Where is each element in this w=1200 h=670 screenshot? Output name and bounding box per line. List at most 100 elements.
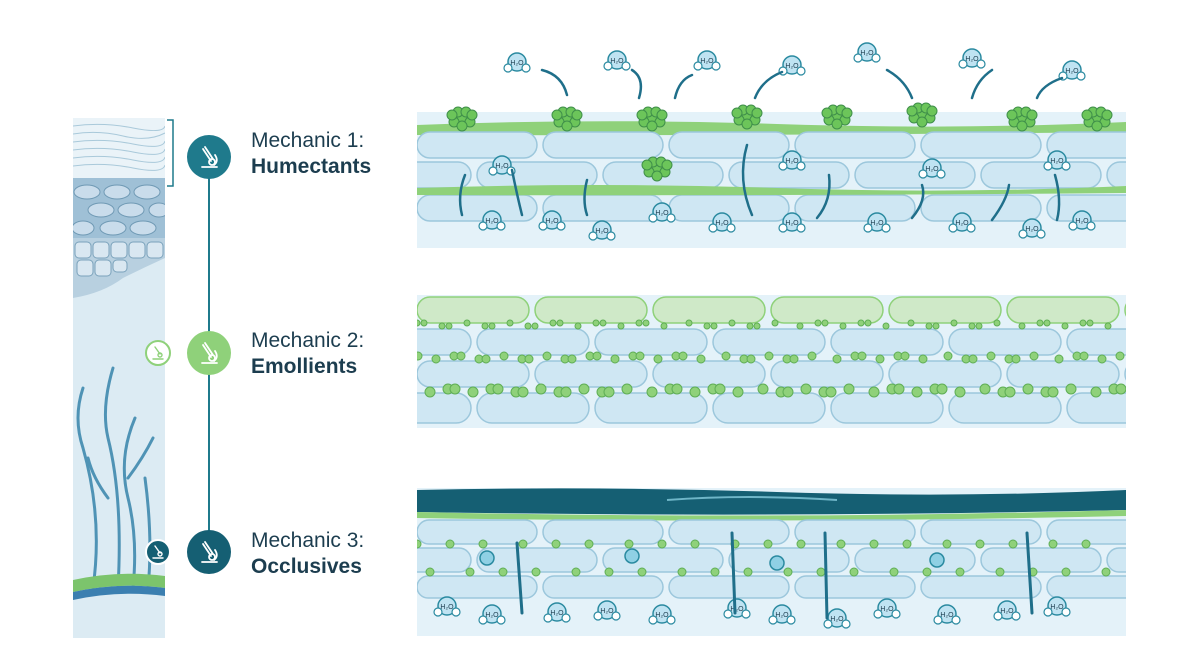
emollients-illustration bbox=[417, 295, 1126, 428]
emollient-droplet bbox=[1054, 354, 1064, 364]
skin-cell bbox=[417, 328, 472, 356]
lipid-droplet bbox=[763, 539, 773, 549]
lipid-droplet bbox=[417, 539, 422, 549]
skin-cell bbox=[594, 328, 708, 356]
lipid-droplet bbox=[657, 539, 667, 549]
skin-cell bbox=[668, 131, 790, 159]
mechanic-2-node bbox=[187, 331, 231, 375]
water-molecule: H₂O bbox=[873, 598, 901, 619]
water-molecule: H₂O bbox=[958, 48, 986, 69]
emollient-droplet bbox=[932, 322, 940, 330]
svg-text:H₂O: H₂O bbox=[655, 210, 669, 217]
emollient-droplet bbox=[843, 383, 855, 395]
water-molecule: H₂O bbox=[723, 598, 751, 619]
water-molecule: H₂O bbox=[433, 596, 461, 617]
emollient-droplet bbox=[1036, 319, 1044, 327]
flow-arrow bbox=[1053, 173, 1061, 222]
skin-cell bbox=[542, 519, 664, 545]
emollient-droplet bbox=[789, 354, 799, 364]
humectant-cluster bbox=[1006, 106, 1038, 132]
skin-cell bbox=[542, 575, 664, 599]
emollient-droplet bbox=[821, 319, 829, 327]
svg-text:H₂O: H₂O bbox=[785, 63, 799, 70]
humectant-cluster bbox=[636, 106, 668, 132]
skin-cell bbox=[794, 131, 916, 159]
emollient-droplet bbox=[807, 351, 817, 361]
water-molecule: H₂O bbox=[768, 604, 796, 625]
svg-text:H₂O: H₂O bbox=[600, 608, 614, 615]
water-molecule: H₂O bbox=[933, 604, 961, 625]
svg-text:H₂O: H₂O bbox=[785, 158, 799, 165]
emollient-droplet bbox=[417, 319, 421, 327]
emollient-droplet bbox=[814, 319, 822, 327]
flow-arrow bbox=[990, 183, 1011, 222]
emollient-droplet bbox=[431, 354, 441, 364]
layer-bracket bbox=[167, 119, 174, 187]
emollient-droplet bbox=[968, 322, 976, 330]
emollient-droplet bbox=[979, 383, 991, 395]
lipid-droplet bbox=[849, 567, 859, 577]
lipid-droplet bbox=[551, 539, 561, 549]
mechanic-2-prefix: Mechanic 2: bbox=[251, 329, 365, 352]
water-molecule: H₂O bbox=[593, 600, 621, 621]
skin-cell bbox=[417, 392, 472, 424]
emollient-droplet bbox=[535, 383, 547, 395]
flow-arrow bbox=[540, 68, 569, 97]
mechanic-1-label: Mechanic 1: Humectants bbox=[251, 128, 371, 180]
mechanic-3-label: Mechanic 3: Occlusives bbox=[251, 528, 364, 580]
svg-text:H₂O: H₂O bbox=[700, 58, 714, 65]
flow-arrow bbox=[515, 541, 524, 615]
emollient-droplet bbox=[524, 322, 532, 330]
humectant-cluster bbox=[731, 104, 763, 130]
lipid-droplet bbox=[1081, 539, 1091, 549]
skin-cell bbox=[417, 575, 538, 599]
flow-arrow bbox=[910, 183, 925, 220]
emollient-droplet bbox=[757, 383, 769, 395]
svg-text:H₂O: H₂O bbox=[940, 612, 954, 619]
flow-arrow bbox=[673, 73, 694, 100]
lipid-droplet bbox=[571, 567, 581, 577]
emollient-droplet bbox=[492, 383, 504, 395]
emollient-droplet bbox=[621, 383, 633, 395]
water-droplet bbox=[479, 550, 495, 566]
svg-text:H₂O: H₂O bbox=[1025, 226, 1039, 233]
water-molecule: H₂O bbox=[708, 212, 736, 233]
skin-cell bbox=[920, 575, 1042, 599]
emollient-droplet bbox=[721, 351, 731, 361]
skin-cell bbox=[830, 328, 944, 356]
svg-text:H₂O: H₂O bbox=[860, 50, 874, 57]
emollient-droplet bbox=[445, 322, 453, 330]
skin-cell bbox=[948, 392, 1062, 424]
emollient-droplet bbox=[825, 386, 837, 398]
emollients-panel bbox=[417, 295, 1126, 428]
svg-text:H₂O: H₂O bbox=[550, 610, 564, 617]
emollient-droplet bbox=[857, 351, 867, 361]
water-molecule: H₂O bbox=[778, 55, 806, 76]
skin-cross-section-illustration bbox=[71, 118, 170, 638]
flow-arrow bbox=[885, 68, 914, 100]
skin-cell bbox=[594, 392, 708, 424]
emollient-droplet bbox=[882, 322, 890, 330]
svg-text:H₂O: H₂O bbox=[1000, 608, 1014, 615]
emollient-droplet bbox=[1097, 354, 1107, 364]
skin-cell bbox=[770, 360, 884, 388]
emollient-droplet bbox=[864, 319, 872, 327]
lipid-droplet bbox=[955, 567, 965, 577]
humectant-cluster bbox=[551, 106, 583, 132]
microscope-icon bbox=[201, 146, 218, 168]
emollient-droplet bbox=[800, 383, 812, 395]
svg-text:H₂O: H₂O bbox=[1075, 218, 1089, 225]
water-molecule: H₂O bbox=[543, 602, 571, 623]
water-molecule: H₂O bbox=[863, 212, 891, 233]
lipid-droplet bbox=[624, 539, 634, 549]
emollient-droplet bbox=[1115, 351, 1125, 361]
skin-cell bbox=[417, 360, 530, 388]
water-molecule: H₂O bbox=[853, 42, 881, 63]
lipid-droplet bbox=[889, 567, 899, 577]
water-molecule: H₂O bbox=[538, 210, 566, 231]
svg-text:H₂O: H₂O bbox=[715, 220, 729, 227]
emollient-droplet bbox=[617, 322, 625, 330]
svg-text:H₂O: H₂O bbox=[1050, 158, 1064, 165]
water-molecule: H₂O bbox=[778, 150, 806, 171]
